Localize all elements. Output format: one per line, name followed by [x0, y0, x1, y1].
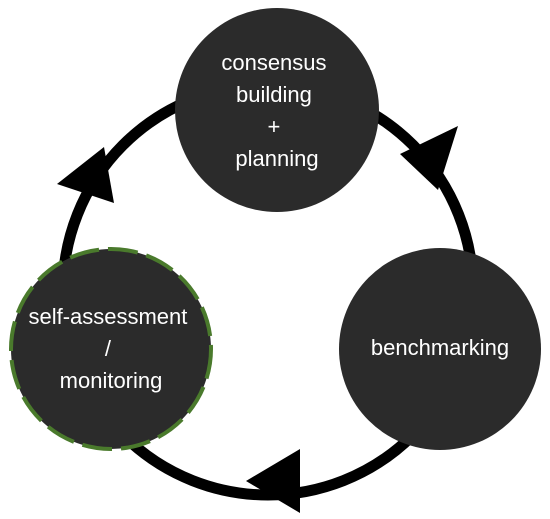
svg-text:benchmarking: benchmarking	[371, 335, 509, 360]
node-label-line: /	[105, 336, 112, 361]
svg-text:consensus building: consensus building + planning	[221, 50, 332, 171]
node-circle	[175, 8, 379, 212]
node-label-line: monitoring	[60, 368, 163, 393]
node-self-assessment-monitoring: self-assessment / monitoring	[9, 247, 213, 451]
node-label-line: planning	[235, 146, 318, 171]
node-benchmarking: benchmarking	[339, 248, 541, 450]
node-label-line: consensus	[221, 50, 326, 75]
node-label-line: building	[236, 82, 312, 107]
node-label-line: benchmarking	[371, 335, 509, 360]
node-circle	[11, 249, 211, 449]
node-label-line: self-assessment	[28, 304, 187, 329]
node-highlight-outline	[9, 247, 213, 451]
arrow-right-to-left	[246, 449, 300, 513]
node-consensus-planning: consensus building + planning	[175, 8, 379, 212]
arrow-left-to-top	[57, 147, 114, 203]
node-circle	[339, 248, 541, 450]
svg-text:self-assessment /: self-assessment / monitoring	[28, 304, 193, 393]
node-label-line: +	[268, 114, 281, 139]
arrow-top-to-right	[400, 126, 458, 190]
